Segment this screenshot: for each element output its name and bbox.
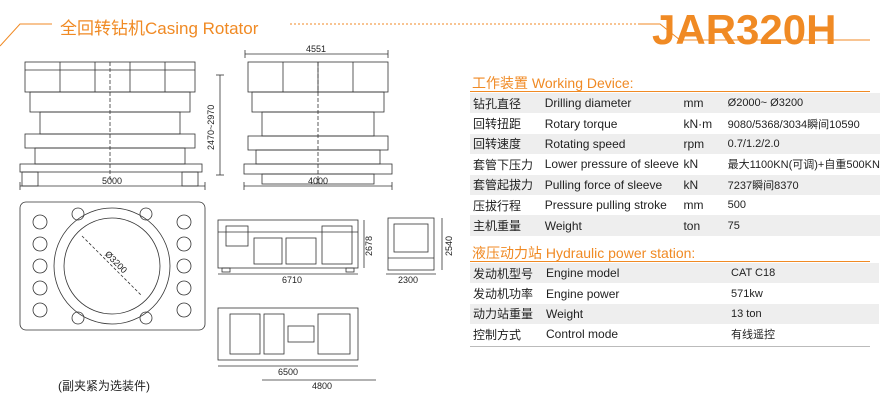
spec-label-en: Rotating speed bbox=[541, 133, 681, 155]
spec-label-en: Control mode bbox=[543, 324, 682, 345]
dim-station-height: 2678 bbox=[364, 236, 374, 256]
spec-label-cn: 控制方式 bbox=[470, 324, 543, 345]
spec-unit: kN bbox=[680, 174, 725, 195]
dim-base-left: 5000 bbox=[102, 176, 122, 186]
spec-value: Ø2000~ Ø3200 bbox=[724, 93, 880, 114]
spec-value: 75 bbox=[724, 215, 880, 236]
spec-unit: ton bbox=[680, 215, 725, 236]
header-decoration bbox=[0, 23, 870, 47]
spec-value: 571kw bbox=[728, 283, 879, 304]
side-view-drawing bbox=[19, 61, 203, 187]
power-station-plan-drawing bbox=[217, 307, 376, 381]
spec-unit: kN bbox=[680, 154, 725, 175]
dim-plan-length: 6500 bbox=[278, 367, 298, 377]
spec-value: 有线遥控 bbox=[728, 324, 879, 345]
dim-station-length: 6710 bbox=[282, 275, 302, 285]
spec-label-cn: 发动机功率 bbox=[470, 283, 543, 304]
spec-unit bbox=[682, 283, 728, 304]
spec-label-en: Pressure pulling stroke bbox=[541, 194, 681, 216]
hydraulic-station-title: 液压动力站 Hydraulic power station: bbox=[472, 245, 696, 261]
dim-diameter: Ø3200 bbox=[103, 249, 129, 275]
dim-base-right: 4000 bbox=[308, 176, 328, 186]
plan-view-drawing bbox=[19, 201, 206, 331]
spec-label-en: Weight bbox=[541, 215, 681, 236]
spec-label-cn: 压拔行程 bbox=[470, 194, 542, 216]
power-station-end-drawing bbox=[386, 217, 443, 275]
model-name: JAR320H bbox=[652, 6, 837, 53]
spec-label-cn: 主机重量 bbox=[470, 215, 542, 236]
power-station-side-drawing bbox=[217, 219, 365, 275]
spec-label-en: Pulling force of sleeve bbox=[541, 174, 681, 195]
technical-drawings: 4551 2470~2970 5000 4000 Ø3200 6710 2678… bbox=[19, 44, 454, 391]
spec-label-cn: 套管下压力 bbox=[470, 154, 542, 175]
spec-value: 0.7/1.2/2.0 bbox=[724, 133, 880, 155]
spec-unit bbox=[682, 263, 728, 284]
spec-value: 最大1100KN(可调)+自重500KN bbox=[724, 154, 880, 175]
front-view-drawing bbox=[243, 61, 393, 185]
spec-value: CAT C18 bbox=[728, 263, 879, 284]
spec-unit bbox=[682, 324, 728, 345]
spec-unit: rpm bbox=[680, 133, 725, 155]
spec-unit: mm bbox=[680, 194, 725, 216]
spec-label-en: Weight bbox=[543, 303, 682, 325]
dim-top-width: 4551 bbox=[306, 44, 326, 54]
dim-side-height: 2470~2970 bbox=[206, 105, 216, 150]
spec-label-en: Lower pressure of sleeve bbox=[541, 154, 681, 175]
page-title: 全回转钻机Casing Rotator bbox=[60, 19, 259, 38]
spec-label-en: Rotary torque bbox=[541, 113, 681, 134]
spec-label-en: Engine power bbox=[543, 283, 682, 304]
spec-value: 7237瞬间8370 bbox=[724, 174, 880, 195]
spec-value: 13 ton bbox=[728, 303, 879, 325]
spec-label-cn: 套管起拔力 bbox=[470, 174, 542, 195]
dim-plan-width: 4800 bbox=[312, 381, 332, 391]
spec-label-cn: 发动机型号 bbox=[470, 263, 543, 284]
spec-label-en: Drilling diameter bbox=[541, 93, 681, 114]
hydraulic-station-divider bbox=[470, 261, 870, 262]
spec-label-cn: 动力站重量 bbox=[470, 303, 543, 325]
dim-station-end-height: 2540 bbox=[444, 236, 454, 256]
optional-note: (副夹紧为选装件) bbox=[58, 379, 150, 393]
spec-label-en: Engine model bbox=[543, 263, 682, 284]
spec-value: 500 bbox=[724, 194, 880, 216]
spec-label-cn: 回转速度 bbox=[470, 133, 542, 155]
working-device-title: 工作装置 Working Device: bbox=[472, 75, 634, 91]
table-bottom-line bbox=[470, 346, 870, 347]
dim-station-end-width: 2300 bbox=[398, 275, 418, 285]
working-device-divider bbox=[470, 91, 870, 92]
spec-label-cn: 回转扭距 bbox=[470, 113, 542, 134]
spec-unit: mm bbox=[680, 93, 725, 114]
spec-value: 9080/5368/3034瞬间10590 bbox=[724, 113, 880, 134]
spec-unit bbox=[682, 303, 728, 325]
spec-unit: kN·m bbox=[680, 113, 725, 134]
spec-label-cn: 钻孔直径 bbox=[470, 93, 542, 114]
